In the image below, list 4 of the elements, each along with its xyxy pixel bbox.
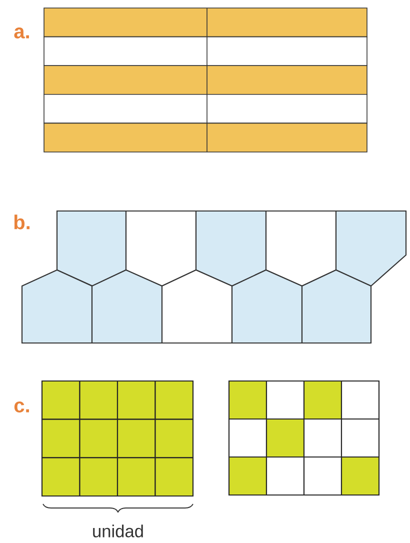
part-label: a. [14, 28, 29, 38]
part-label: c. [14, 402, 29, 412]
part-label: b. [14, 214, 30, 230]
brace-label: unidad [93, 524, 143, 538]
